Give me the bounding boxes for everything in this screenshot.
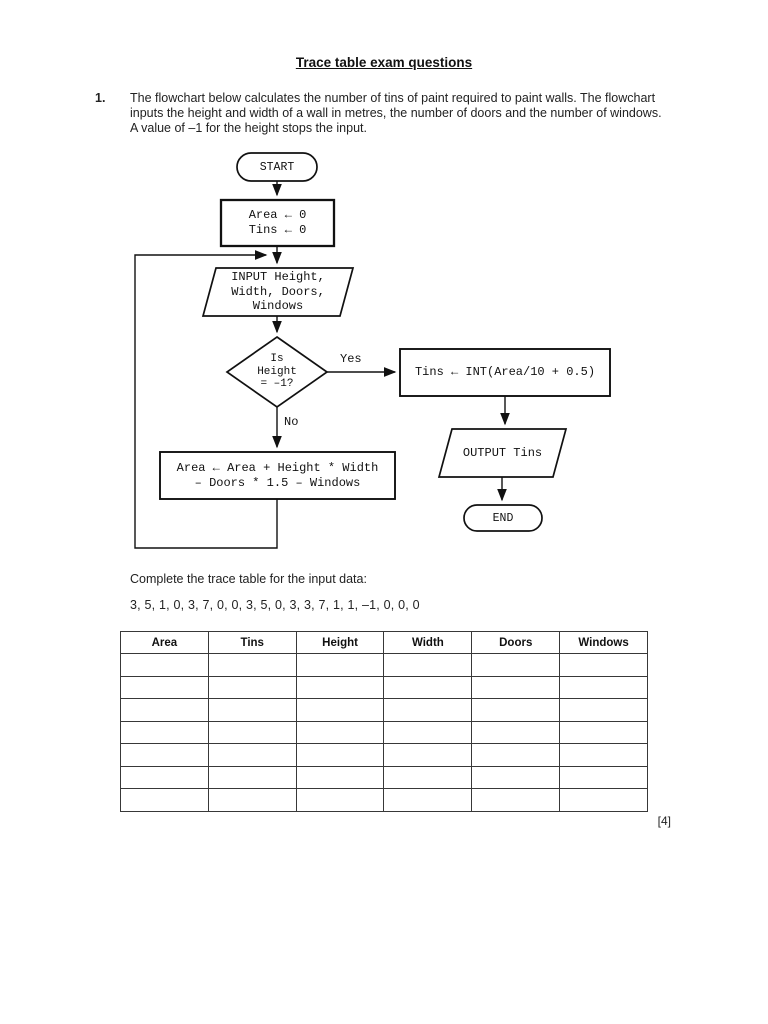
table-cell — [471, 788, 561, 812]
table-cell — [120, 675, 209, 699]
table-cell — [295, 743, 385, 767]
table-cell — [295, 720, 385, 744]
table-cell — [207, 698, 297, 722]
table-cell — [383, 788, 473, 812]
question-text: The flowchart below calculates the numbe… — [130, 91, 662, 135]
header-height: Height — [295, 631, 385, 654]
table-cell — [383, 698, 473, 722]
table-cell — [471, 653, 561, 677]
table-cell — [471, 675, 561, 699]
output-label: OUTPUT Tins — [462, 445, 543, 460]
table-row — [120, 788, 648, 812]
table-cell — [383, 720, 473, 744]
table-cell — [295, 698, 385, 722]
table-cell — [559, 765, 648, 789]
init-label: Area ← 0 Tins ← 0 — [248, 208, 307, 237]
table-cell — [120, 653, 209, 677]
table-cell — [559, 698, 648, 722]
table-cell — [471, 720, 561, 744]
header-windows: Windows — [559, 631, 648, 654]
table-cell — [383, 653, 473, 677]
header-doors: Doors — [471, 631, 561, 654]
table-cell — [207, 765, 297, 789]
yes-branch-label: Yes — [340, 351, 362, 366]
table-cell — [120, 788, 209, 812]
table-row — [120, 720, 648, 744]
table-cell — [559, 788, 648, 812]
table-cell — [207, 720, 297, 744]
table-row — [120, 675, 648, 699]
end-label: END — [492, 511, 514, 525]
marks-label: [4] — [657, 814, 671, 828]
table-cell — [207, 788, 297, 812]
table-cell — [120, 698, 209, 722]
trace-table-body — [120, 653, 648, 812]
header-tins: Tins — [207, 631, 297, 654]
table-cell — [207, 743, 297, 767]
area-calc-label: Area ← Area + Height * Width – Doors * 1… — [176, 460, 379, 490]
no-branch-label: No — [284, 415, 299, 429]
table-cell — [471, 765, 561, 789]
question-number: 1. — [95, 91, 106, 105]
table-cell — [120, 743, 209, 767]
table-cell — [383, 675, 473, 699]
table-row — [120, 765, 648, 789]
table-cell — [559, 720, 648, 744]
table-cell — [383, 743, 473, 767]
table-cell — [120, 765, 209, 789]
table-cell — [559, 653, 648, 677]
table-cell — [295, 788, 385, 812]
table-cell — [120, 720, 209, 744]
input-data-values: 3, 5, 1, 0, 3, 7, 0, 0, 3, 5, 0, 3, 3, 7… — [130, 598, 420, 612]
table-cell — [207, 653, 297, 677]
table-row — [120, 743, 648, 767]
page-title: Trace table exam questions — [295, 55, 473, 70]
table-cell — [295, 675, 385, 699]
table-cell — [383, 765, 473, 789]
start-label: START — [259, 160, 295, 174]
table-cell — [471, 698, 561, 722]
tins-calc-label: Tins ← INT(Area/10 + 0.5) — [414, 365, 596, 379]
table-cell — [207, 675, 297, 699]
trace-table: Area Tins Height Width Doors Windows — [120, 631, 648, 812]
header-area: Area — [120, 631, 209, 654]
table-cell — [295, 765, 385, 789]
header-width: Width — [383, 631, 473, 654]
decision-label: Is Height = –1? — [257, 353, 297, 391]
table-cell — [559, 675, 648, 699]
table-header-row: Area Tins Height Width Doors Windows — [120, 631, 648, 654]
trace-instruction: Complete the trace table for the input d… — [130, 572, 367, 586]
input-label: INPUT Height, Width, Doors, Windows — [231, 270, 325, 314]
table-row — [120, 698, 648, 722]
table-cell — [471, 743, 561, 767]
table-cell — [559, 743, 648, 767]
table-row — [120, 653, 648, 677]
table-cell — [295, 653, 385, 677]
